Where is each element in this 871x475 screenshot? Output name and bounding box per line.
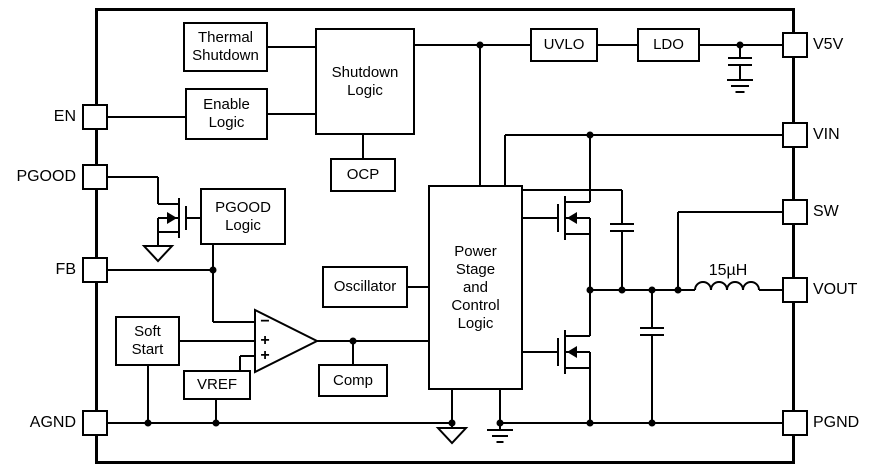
chip-boundary [95,8,795,464]
pin-sw-label: SW [813,203,839,220]
block-enable-logic: Enable Logic [185,88,268,140]
junction-dots [144,41,744,427]
bootstrap-capacitor [610,190,634,290]
v5v-ground-icon [727,79,753,93]
pin-agnd [82,410,108,436]
block-thermal-shutdown: Thermal Shutdown [183,22,268,72]
error-amp-noninverting-sign-2: + [260,347,270,364]
pin-en [82,104,108,130]
pin-agnd-label: AGND [29,414,76,431]
block-soft-start: Soft Start [115,316,180,366]
pin-vin-label: VIN [813,126,840,143]
block-vref: VREF [183,370,251,400]
pin-fb [82,257,108,283]
inductor-value-label: 15µH [708,262,748,279]
inductor [694,281,760,291]
block-comp: Comp [318,364,388,397]
pin-vout-label: VOUT [813,281,858,298]
agnd-ground-icon [435,427,469,445]
pin-pgnd-label: PGND [813,414,860,431]
pin-vin [782,122,808,148]
wires [108,44,782,430]
pgood-ground-icon [141,245,175,263]
block-ocp: OCP [330,158,396,192]
pin-en-label: EN [53,108,76,125]
pin-pgnd [782,410,808,436]
pin-sw [782,199,808,225]
error-amp-noninverting-sign-1: + [260,332,270,349]
pin-v5v-label: V5V [813,36,844,53]
pgnd-ground-icon [487,429,513,443]
block-pgood-logic: PGOOD Logic [200,188,286,245]
pin-pgood [82,164,108,190]
block-oscillator: Oscillator [322,266,408,308]
block-shutdown-logic: Shutdown Logic [315,28,415,135]
block-uvlo: UVLO [530,28,598,62]
pin-v5v [782,32,808,58]
error-amplifier [254,308,320,374]
highside-mosfet [557,196,591,240]
pin-pgood-label: PGOOD [16,168,76,185]
v5v-capacitor [728,45,752,80]
block-ldo: LDO [637,28,700,62]
pgood-mosfet [157,198,187,238]
pin-vout [782,277,808,303]
lowside-mosfet [557,330,591,374]
pin-fb-label: FB [55,261,76,278]
error-amp-inverting-sign: − [260,313,270,330]
block-power-stage: Power Stage and Control Logic [428,185,523,390]
output-capacitor [640,290,664,423]
